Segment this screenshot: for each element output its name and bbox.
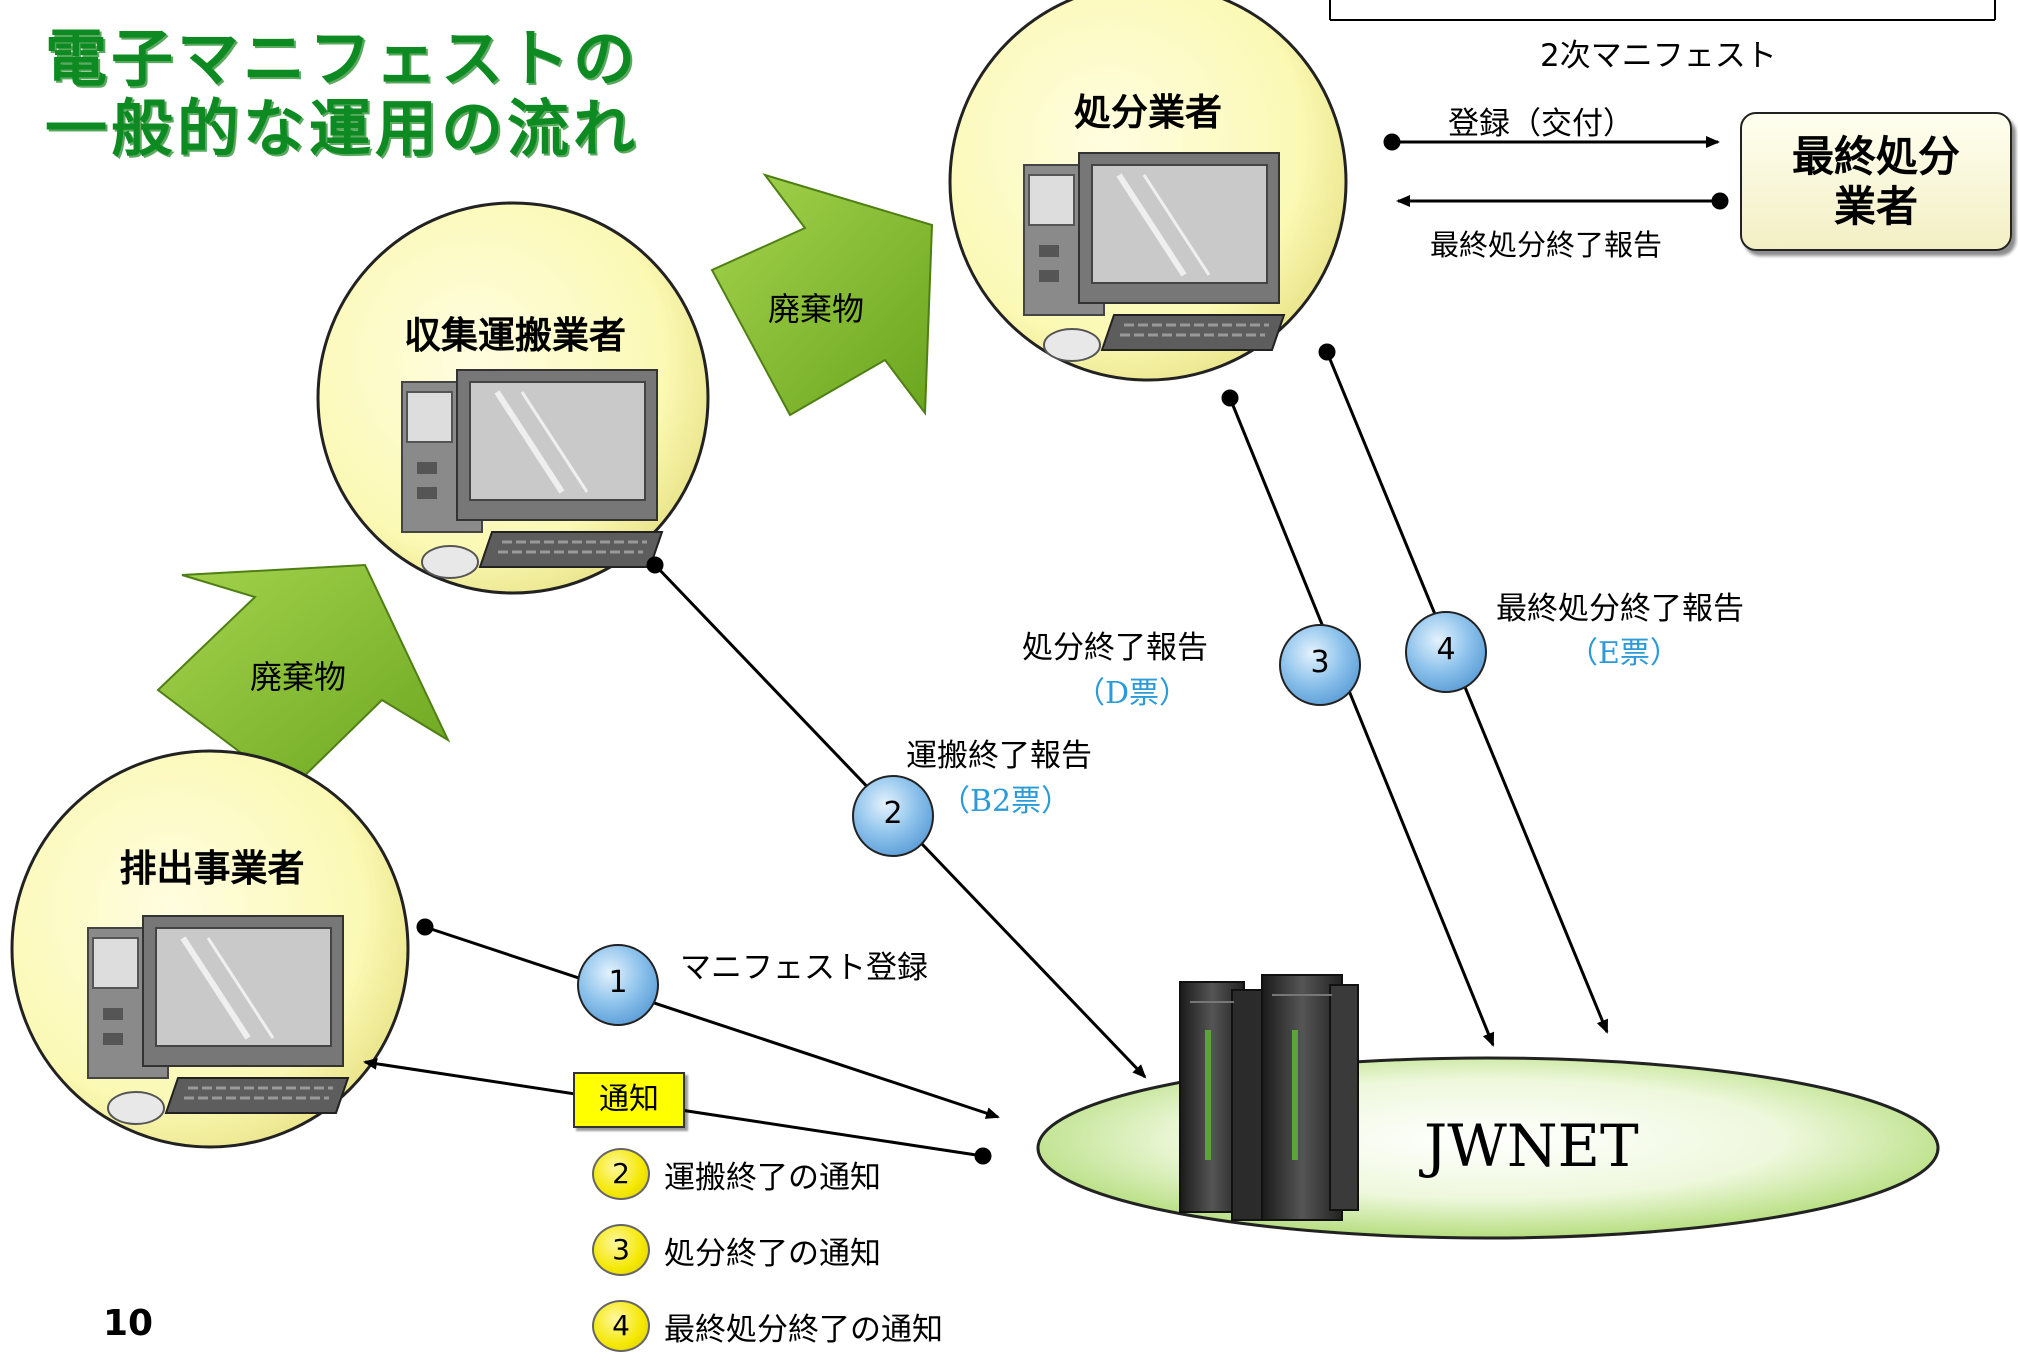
notice-item-number: 3 — [592, 1224, 650, 1276]
step-3-number: 3 — [1310, 645, 1330, 680]
step-3-marker — [1279, 624, 1361, 706]
notice-item-text: 処分終了の通知 — [664, 1236, 881, 1272]
step-2-number: 2 — [883, 796, 903, 831]
notice-item-number: 4 — [592, 1300, 650, 1352]
secondary-report-label: 最終処分終了報告 — [1430, 228, 1663, 262]
step-4-number: 4 — [1436, 632, 1456, 667]
final-disposer-box: 最終処分 業者 — [1740, 112, 2012, 251]
title-line-2: 一般的な運用の流れ — [45, 92, 640, 165]
step-2-label: 運搬終了報告 — [906, 738, 1092, 774]
disposer-node — [948, 0, 1348, 382]
step-1-marker — [577, 944, 659, 1026]
secondary-register-label: 登録（交付） — [1448, 106, 1634, 142]
collector-node — [316, 201, 710, 595]
notice-label: 通知 — [573, 1072, 685, 1128]
notice-item-number: 2 — [592, 1148, 650, 1200]
step-1-number: 1 — [608, 965, 628, 1000]
step-1-label: マニフェスト登録 — [680, 950, 928, 986]
title-line-1: 電子マニフェストの — [45, 22, 640, 95]
step-4-sublabel: （E票） — [1568, 636, 1680, 671]
emitter-label: 排出事業者 — [119, 847, 305, 890]
jwnet-node — [1036, 974, 1940, 1240]
server-icon — [1179, 974, 1359, 1221]
waste-label-1: 廃棄物 — [250, 658, 347, 696]
page-number: 10 — [103, 1303, 154, 1344]
step-3-label: 処分終了報告 — [1022, 630, 1208, 666]
notice-item-text: 運搬終了の通知 — [664, 1160, 881, 1196]
collector-label: 収集運搬業者 — [404, 314, 626, 357]
secondary-bracket-label: 2次マニフェスト — [1540, 38, 1777, 74]
step-2-marker — [852, 775, 934, 857]
waste-arrow-2 — [710, 173, 934, 417]
step-4-label: 最終処分終了報告 — [1496, 591, 1744, 627]
jwnet-label: JWNET — [1424, 1112, 1639, 1180]
disposer-label: 処分業者 — [1074, 91, 1222, 134]
final-disposer-line2: 業者 — [1833, 181, 1918, 231]
final-disposer-line1: 最終処分 — [1791, 131, 1960, 181]
secondary-bracket — [1329, 0, 1996, 21]
emitter-node — [10, 749, 410, 1149]
waste-label-2: 廃棄物 — [768, 290, 865, 328]
notice-item-text: 最終処分終了の通知 — [664, 1312, 943, 1348]
step-2-sublabel: （B2票） — [940, 784, 1072, 819]
step-4-marker — [1405, 611, 1487, 693]
step-3-sublabel: （D票） — [1075, 676, 1190, 711]
